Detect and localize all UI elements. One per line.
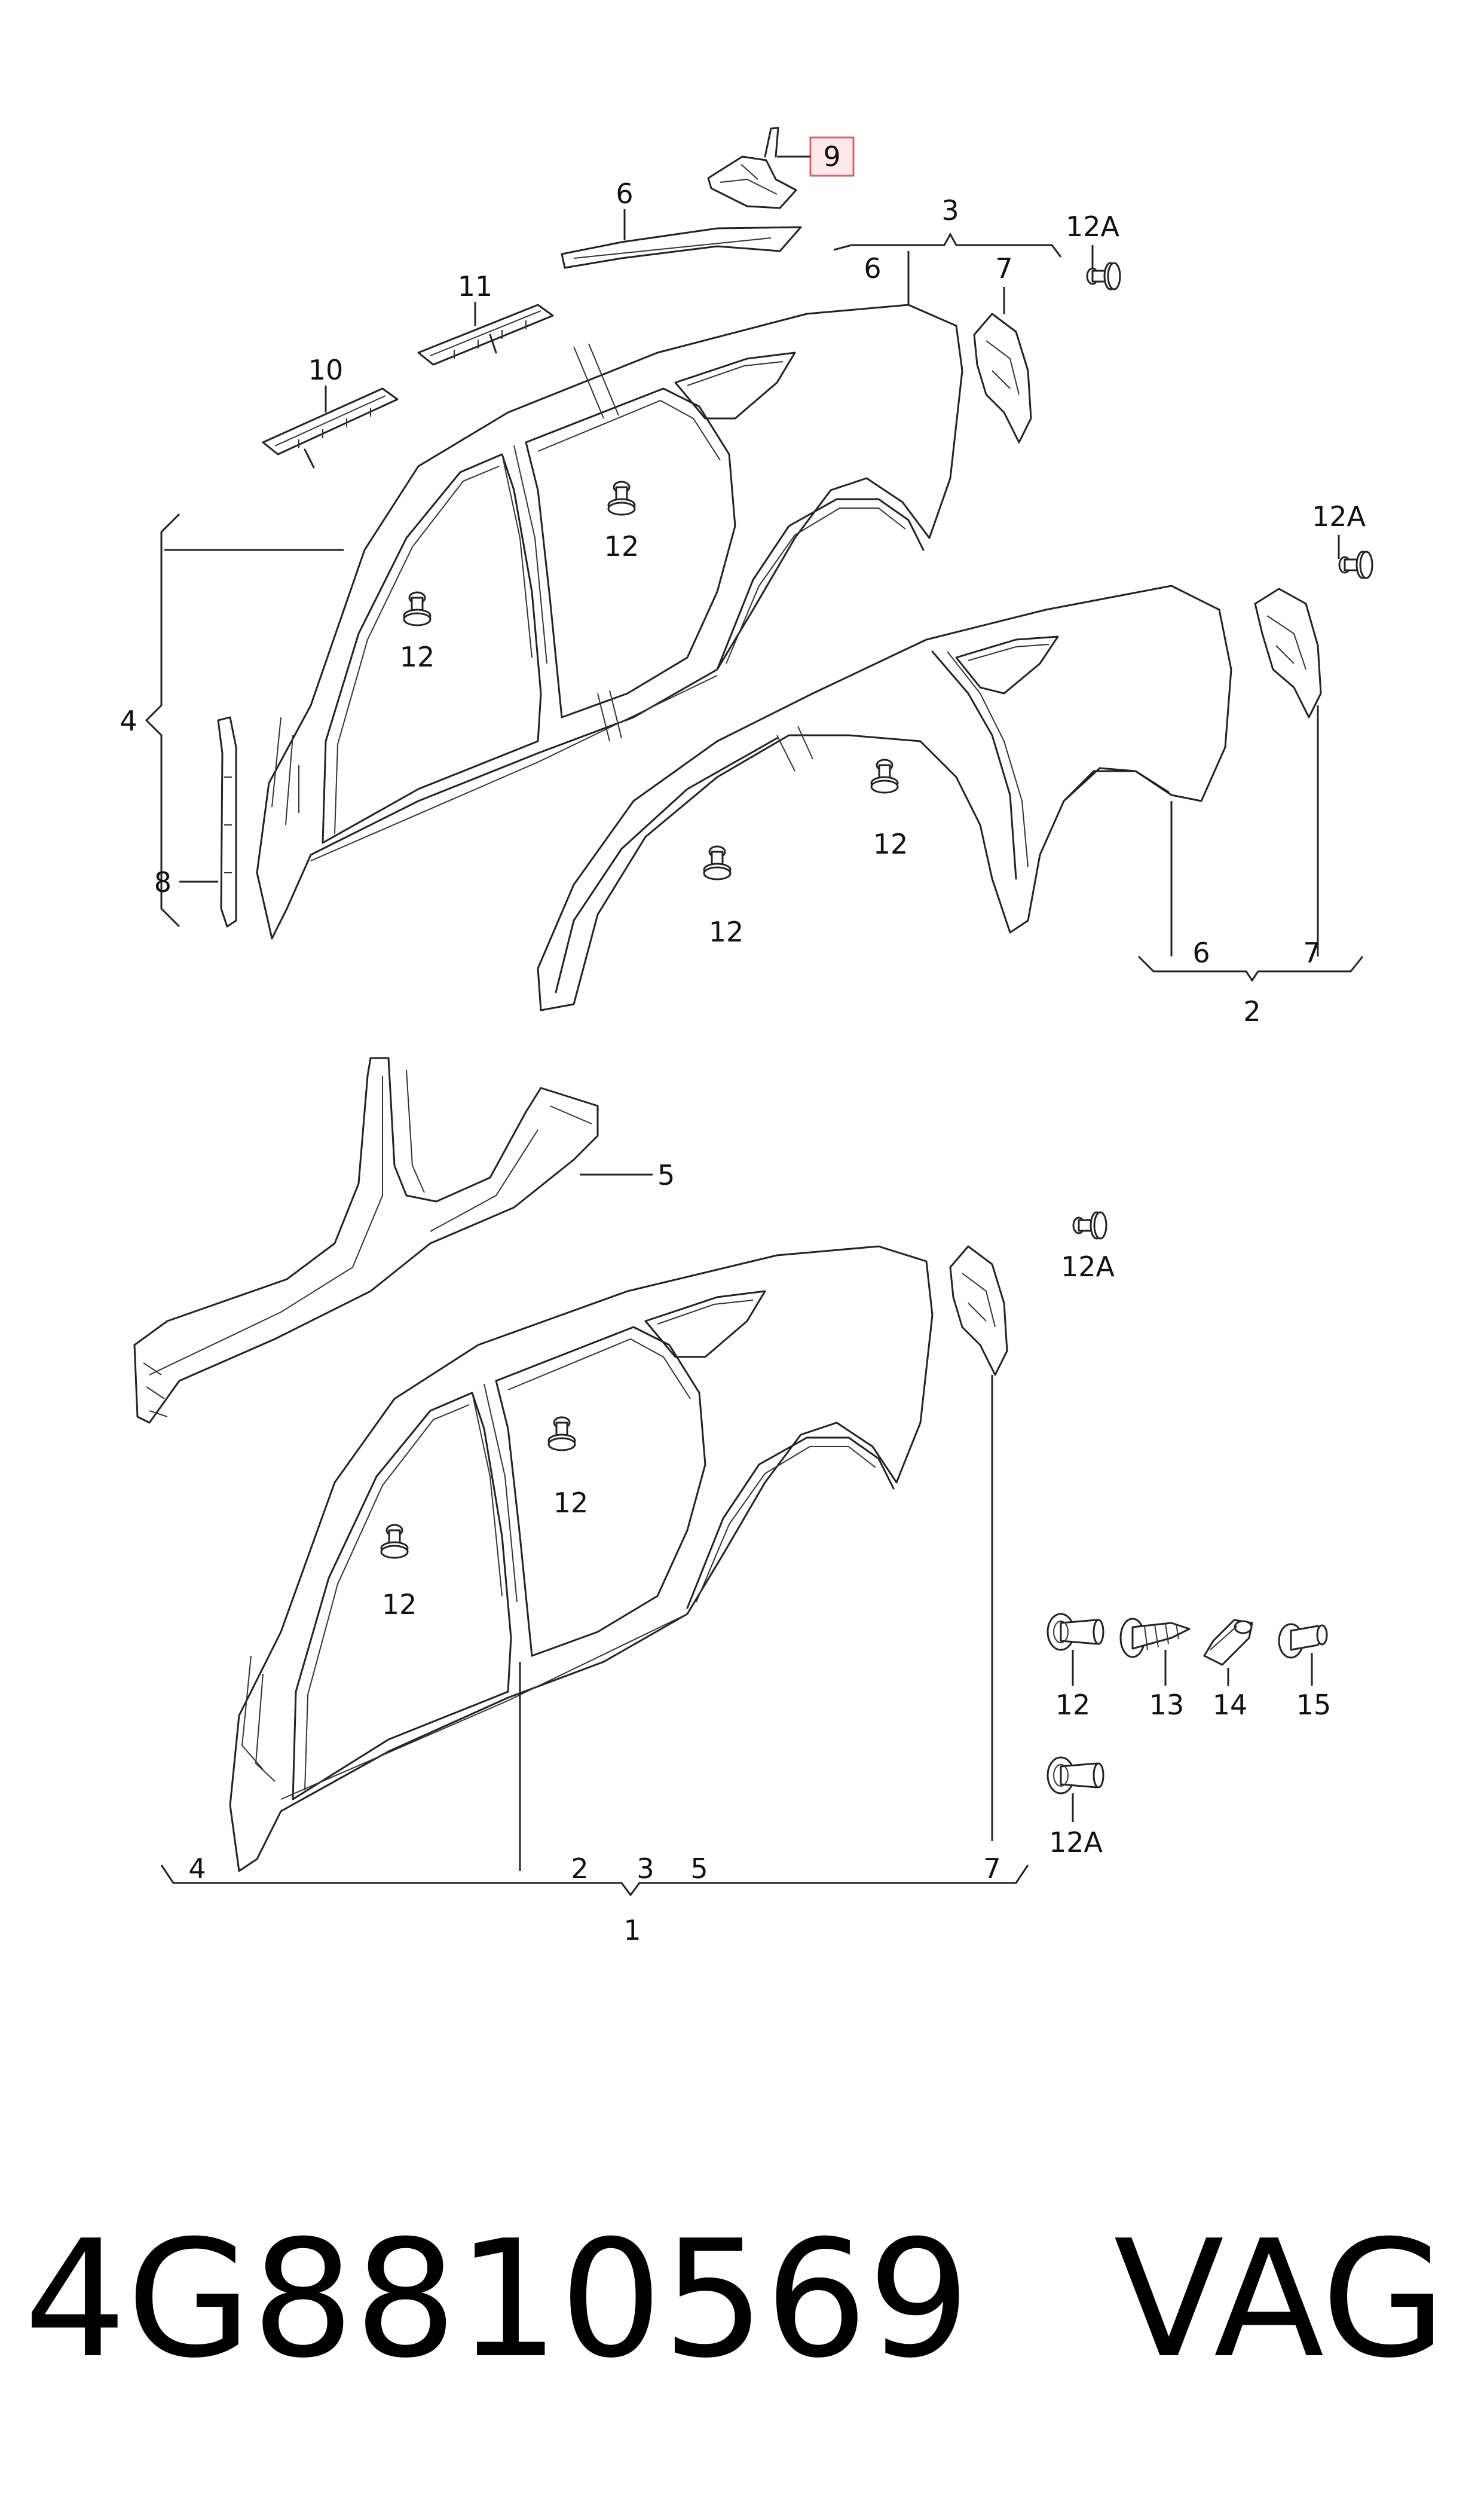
callout-8: 8 bbox=[154, 866, 172, 898]
callout-11: 11 bbox=[458, 270, 493, 302]
callout-15: 15 bbox=[1296, 1689, 1332, 1721]
callout-b3: 3 bbox=[637, 1852, 654, 1885]
part-9-bracket bbox=[707, 127, 797, 209]
side-panel-upper bbox=[256, 304, 963, 940]
part-12-push-pin bbox=[1047, 1613, 1104, 1651]
callout-7-b: 7 bbox=[1303, 937, 1320, 969]
callout-4-a: 4 bbox=[120, 705, 137, 737]
callout-12-d: 12 bbox=[709, 916, 744, 948]
part-12-pin-d bbox=[703, 845, 732, 881]
part-12-pin-c bbox=[870, 759, 899, 794]
part-12A-pin-c bbox=[1072, 1211, 1107, 1240]
side-panel-lower bbox=[229, 1245, 934, 1872]
part-12A-pin-b bbox=[1338, 551, 1373, 579]
part-14-nut bbox=[1203, 1619, 1253, 1666]
callout-12-g: 12 bbox=[1055, 1689, 1091, 1721]
bracket-1 bbox=[160, 1864, 1029, 1897]
callout-12A-d: 12A bbox=[1049, 1826, 1103, 1858]
callout-7-a: 7 bbox=[995, 252, 1012, 285]
callout-14: 14 bbox=[1213, 1689, 1248, 1721]
callout-3: 3 bbox=[941, 194, 959, 227]
bracket-2 bbox=[1137, 955, 1364, 982]
part-7-brace-a bbox=[973, 313, 1032, 444]
part-11-rail bbox=[417, 304, 554, 366]
part-8-pillar-reinforcement bbox=[217, 716, 237, 928]
part-7-brace-c bbox=[949, 1245, 1008, 1376]
callout-12-b: 12 bbox=[400, 641, 435, 673]
brand-name: VAG bbox=[1113, 2205, 1446, 2393]
part-12A-push-pin-d bbox=[1047, 1756, 1104, 1794]
callout-12-a: 12 bbox=[604, 530, 640, 562]
callout-2: 2 bbox=[1243, 995, 1260, 1028]
callout-b7: 7 bbox=[983, 1852, 1000, 1885]
part-15-clip bbox=[1278, 1623, 1328, 1659]
callout-12A-c: 12A bbox=[1061, 1251, 1115, 1283]
callout-12-c: 12 bbox=[873, 828, 908, 860]
bracket-4 bbox=[145, 513, 344, 928]
callout-9: 9 bbox=[823, 140, 840, 173]
callout-12A-b: 12A bbox=[1312, 500, 1366, 533]
callout-6-b: 6 bbox=[1192, 937, 1210, 969]
callout-b4: 4 bbox=[188, 1852, 206, 1885]
callout-b1: 1 bbox=[623, 1914, 641, 1946]
callout-10: 10 bbox=[308, 354, 344, 386]
part-10-rail bbox=[262, 387, 399, 469]
callout-13: 13 bbox=[1149, 1689, 1185, 1721]
callout-12A-a: 12A bbox=[1066, 210, 1120, 243]
part-7-brace-b bbox=[1254, 588, 1322, 719]
side-panel-middle bbox=[537, 585, 1232, 1011]
callout-b5: 5 bbox=[690, 1852, 708, 1885]
callout-6-a: 6 bbox=[864, 252, 881, 285]
callout-6-strip: 6 bbox=[616, 178, 633, 210]
part-5-inner-sill bbox=[133, 1057, 599, 1424]
part-6-roof-strip bbox=[561, 226, 802, 269]
callout-b2: 2 bbox=[571, 1852, 588, 1885]
callout-12-f: 12 bbox=[382, 1588, 417, 1621]
callout-5: 5 bbox=[657, 1159, 675, 1191]
part-number: 4G8810569 bbox=[24, 2205, 970, 2393]
part-13-screw bbox=[1119, 1618, 1191, 1658]
bracket-3 bbox=[833, 232, 1062, 258]
callout-12-e: 12 bbox=[553, 1487, 589, 1519]
